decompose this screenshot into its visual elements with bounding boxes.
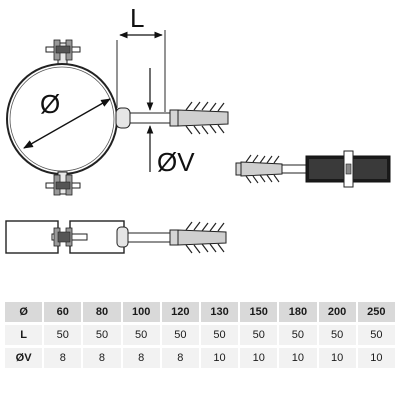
table-cell: 150 bbox=[240, 302, 278, 322]
bottom-bolt bbox=[45, 171, 81, 196]
threaded-rod bbox=[129, 112, 176, 124]
table-cell: 8 bbox=[44, 348, 82, 368]
table-row-rod-diameter: ØV 8 8 8 8 10 10 10 10 10 bbox=[5, 348, 395, 368]
table-cell: 50 bbox=[122, 325, 160, 345]
table-cell: 100 bbox=[122, 302, 160, 322]
table-cell: 50 bbox=[318, 325, 356, 345]
top-view-rod bbox=[127, 232, 175, 243]
side-wall-plug bbox=[235, 154, 283, 184]
table-cell: 60 bbox=[44, 302, 82, 322]
wall-plug bbox=[169, 101, 229, 135]
table-cell: 10 bbox=[200, 348, 239, 368]
table-cell: 200 bbox=[318, 302, 356, 322]
table-cell: 8 bbox=[161, 348, 199, 368]
top-bolt bbox=[45, 39, 81, 66]
clamp-front-view: Ø L ØV bbox=[6, 3, 229, 196]
top-view-bolt bbox=[51, 227, 88, 247]
table-cell: 10 bbox=[240, 348, 278, 368]
table-cell: 50 bbox=[279, 325, 317, 345]
table-cell: 50 bbox=[44, 325, 82, 345]
diameter-arrow bbox=[23, 98, 111, 149]
row-header-length: L bbox=[5, 325, 43, 345]
rod-diameter-label: ØV bbox=[157, 147, 195, 177]
table-cell: 50 bbox=[200, 325, 239, 345]
table-cell: 10 bbox=[318, 348, 356, 368]
clamp-ring bbox=[6, 63, 118, 175]
table-cell: 8 bbox=[122, 348, 160, 368]
table-cell: 250 bbox=[357, 302, 395, 322]
table-cell: 130 bbox=[200, 302, 239, 322]
row-header-rod-diameter: ØV bbox=[5, 348, 43, 368]
length-label: L bbox=[130, 3, 144, 33]
table-cell: 120 bbox=[161, 302, 199, 322]
table-cell: 180 bbox=[279, 302, 317, 322]
threaded-boss bbox=[115, 107, 131, 129]
table-cell: 10 bbox=[357, 348, 395, 368]
table-cell: 10 bbox=[279, 348, 317, 368]
clamp-top-view bbox=[5, 220, 227, 254]
side-band-bolt bbox=[343, 150, 354, 188]
table-row-diameter: Ø 60 80 100 120 130 150 180 200 250 bbox=[5, 302, 395, 322]
table-cell: 50 bbox=[161, 325, 199, 345]
table-cell: 8 bbox=[83, 348, 121, 368]
table-cell: 50 bbox=[83, 325, 121, 345]
table-cell: 80 bbox=[83, 302, 121, 322]
table-row-length: L 50 50 50 50 50 50 50 50 50 bbox=[5, 325, 395, 345]
table-cell: 50 bbox=[357, 325, 395, 345]
clamp-side-view bbox=[235, 150, 391, 188]
table-cell: 50 bbox=[240, 325, 278, 345]
clamp-diameter-label: Ø bbox=[40, 89, 60, 119]
spec-table: Ø 60 80 100 120 130 150 180 200 250 L 50… bbox=[3, 299, 397, 371]
row-header-diameter: Ø bbox=[5, 302, 43, 322]
top-view-boss bbox=[116, 226, 129, 248]
top-view-wall-plug bbox=[169, 221, 227, 254]
top-view-band-left bbox=[5, 220, 59, 254]
technical-drawing: Ø L ØV bbox=[5, 3, 391, 254]
